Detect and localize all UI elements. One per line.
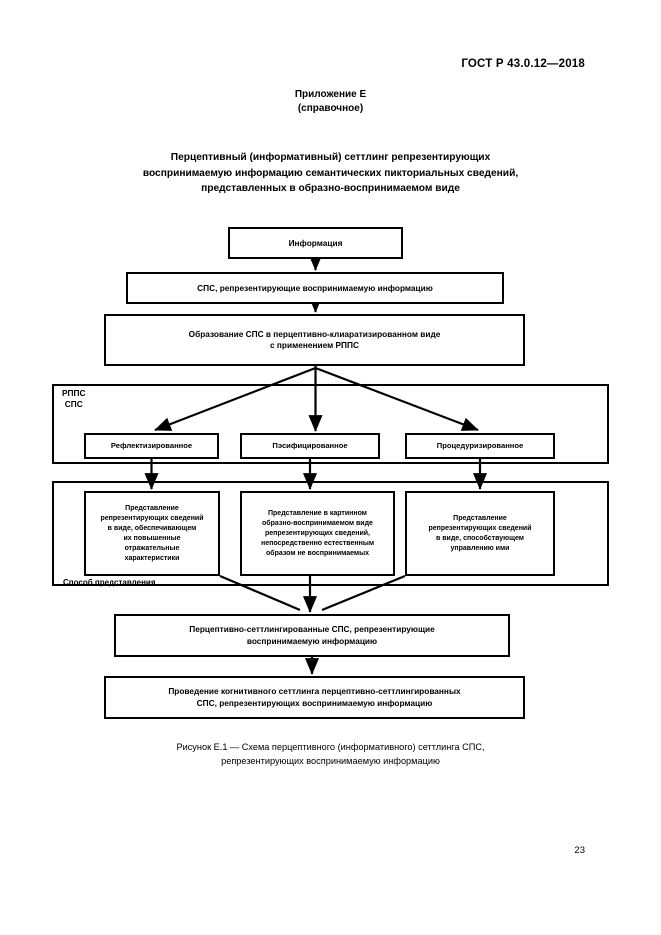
node-desc-procedural-text: Представление репрезентирующих сведений …: [422, 514, 537, 554]
node-desc-pacified-text: Представление в картинном образно-воспри…: [255, 509, 380, 559]
flowchart-node-reflective: Рефлектизированное: [84, 433, 219, 459]
desc-pacified-line-1: Представление в картинном: [268, 509, 367, 517]
flowchart-node-result-perceptive: Перцептивно-сеттлингированные СПС, репре…: [114, 614, 510, 657]
desc-reflective-line-1: Представление: [125, 504, 179, 512]
desc-reflective-line-6: характеристики: [124, 554, 180, 562]
section-heading-line-3: представленных в образно-воспринимаемом …: [201, 183, 460, 194]
flowchart-node-pacified: Пэсифицированное: [240, 433, 380, 459]
group-frame-rpps: [52, 384, 609, 464]
node-formation-text: Образование СПС в перцептивно-клиаратизи…: [183, 329, 447, 352]
desc-pacified-line-4: непосредственно естественным: [260, 539, 374, 547]
node-procedural-label: Процедуризированное: [436, 441, 524, 450]
desc-reflective-line-2: репрезентирующих сведений: [100, 514, 204, 522]
group-label-rpps: РППС СПС: [62, 388, 85, 410]
node-formation-line-1: Образование СПС в перцептивно-клиаратизи…: [188, 328, 441, 339]
group-frame-method: [52, 481, 609, 586]
desc-pacified-line-2: образно-воспринимаемом виде: [262, 519, 373, 527]
cognitive-settling-line-2: СПС, репрезентирующих воспринимаемую инф…: [196, 697, 433, 708]
flowchart-node-desc-reflective: Представление репрезентирующих сведений …: [84, 491, 220, 576]
node-result-perceptive-text: Перцептивно-сеттлингированные СПС, репре…: [183, 624, 440, 647]
result-perceptive-line-1: Перцептивно-сеттлингированные СПС, репре…: [189, 624, 435, 634]
flowchart-node-cognitive-settling: Проведение когнитивного сеттлинга перцеп…: [104, 676, 525, 719]
node-formation-line-2: с применением РППС: [269, 340, 359, 350]
node-information-label: Информация: [288, 237, 343, 248]
desc-reflective-line-3: в виде, обеспечивающем: [107, 524, 197, 532]
node-sps-representing-label: СПС, репрезентирующие воспринимаемую инф…: [197, 282, 433, 293]
figure-caption: Рисунок Е.1 — Схема перцептивного (инфор…: [90, 740, 571, 768]
appendix-subtitle: (справочное): [297, 103, 364, 114]
flowchart-node-desc-pacified: Представление в картинном образно-воспри…: [240, 491, 395, 576]
node-desc-reflective-text: Представление репрезентирующих сведений …: [94, 504, 209, 564]
flowchart-node-desc-procedural: Представление репрезентирующих сведений …: [405, 491, 555, 576]
appendix-title: Приложение Е: [294, 89, 367, 100]
section-heading-line-1: Перцептивный (информативный) сеттлинг ре…: [170, 152, 491, 163]
standard-number-header: ГОСТ Р 43.0.12—2018: [461, 58, 585, 70]
group-label-rpps-line-1: РППС: [62, 388, 86, 398]
flowchart-node-sps-representing: СПС, репрезентирующие воспринимаемую инф…: [126, 272, 504, 304]
figure-caption-line-2: репрезентирующих воспринимаемую информац…: [221, 756, 440, 766]
flowchart-node-formation: Образование СПС в перцептивно-клиаратизи…: [104, 314, 525, 366]
flowchart-node-procedural: Процедуризированное: [405, 433, 555, 459]
desc-pacified-line-5: образом не воспринимаемых: [265, 549, 369, 557]
group-label-rpps-line-2: СПС: [64, 399, 83, 409]
node-cognitive-settling-text: Проведение когнитивного сеттлинга перцеп…: [162, 686, 466, 709]
desc-procedural-line-1: Представление: [453, 514, 507, 522]
desc-procedural-line-2: репрезентирующих сведений: [428, 524, 532, 532]
section-heading-line-2: воспринимаемую информацию семантических …: [142, 167, 519, 179]
figure-caption-line-1: Рисунок Е.1 — Схема перцептивного (инфор…: [176, 742, 485, 752]
desc-reflective-line-4: их повышенные: [123, 534, 181, 542]
cognitive-settling-line-1: Проведение когнитивного сеттлинга перцеп…: [168, 686, 461, 696]
node-pacified-label: Пэсифицированное: [272, 441, 348, 450]
desc-procedural-line-3: в виде, способствующем: [435, 534, 524, 542]
section-heading: Перцептивный (информативный) сеттлинг ре…: [70, 150, 591, 197]
desc-procedural-line-4: управлению ими: [450, 544, 510, 552]
group-label-method: Способ представления: [63, 578, 156, 587]
page-number: 23: [574, 845, 585, 856]
appendix-title-block: Приложение Е (справочное): [0, 88, 661, 116]
result-perceptive-line-2: воспринимаемую информацию: [246, 635, 378, 646]
flowchart-node-information: Информация: [228, 227, 403, 259]
desc-reflective-line-5: отражательные: [124, 544, 180, 552]
node-reflective-label: Рефлектизированное: [110, 441, 193, 450]
desc-pacified-line-3: репрезентирующих сведений,: [264, 529, 370, 537]
